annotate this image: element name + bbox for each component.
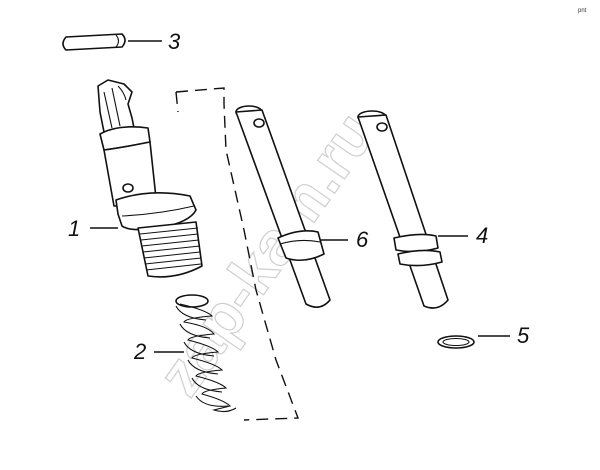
callout-1: 1 — [68, 216, 80, 241]
callout-3: 3 — [168, 29, 181, 54]
assembly-bracket-tick — [175, 91, 179, 113]
callout-2: 2 — [133, 339, 146, 364]
corner-mark: pnt — [578, 8, 587, 14]
callout-4: 4 — [476, 223, 488, 248]
pin-part-3 — [62, 33, 162, 51]
callout-6: 6 — [356, 227, 369, 252]
callout-5: 5 — [517, 323, 530, 348]
assembly-bracket — [175, 87, 300, 421]
stem-part-6 — [235, 105, 348, 308]
stem-part-4 — [357, 110, 468, 309]
spring-part-2 — [154, 294, 237, 413]
o-ring-part-5 — [437, 335, 510, 349]
valve-body-part-1 — [90, 79, 203, 278]
